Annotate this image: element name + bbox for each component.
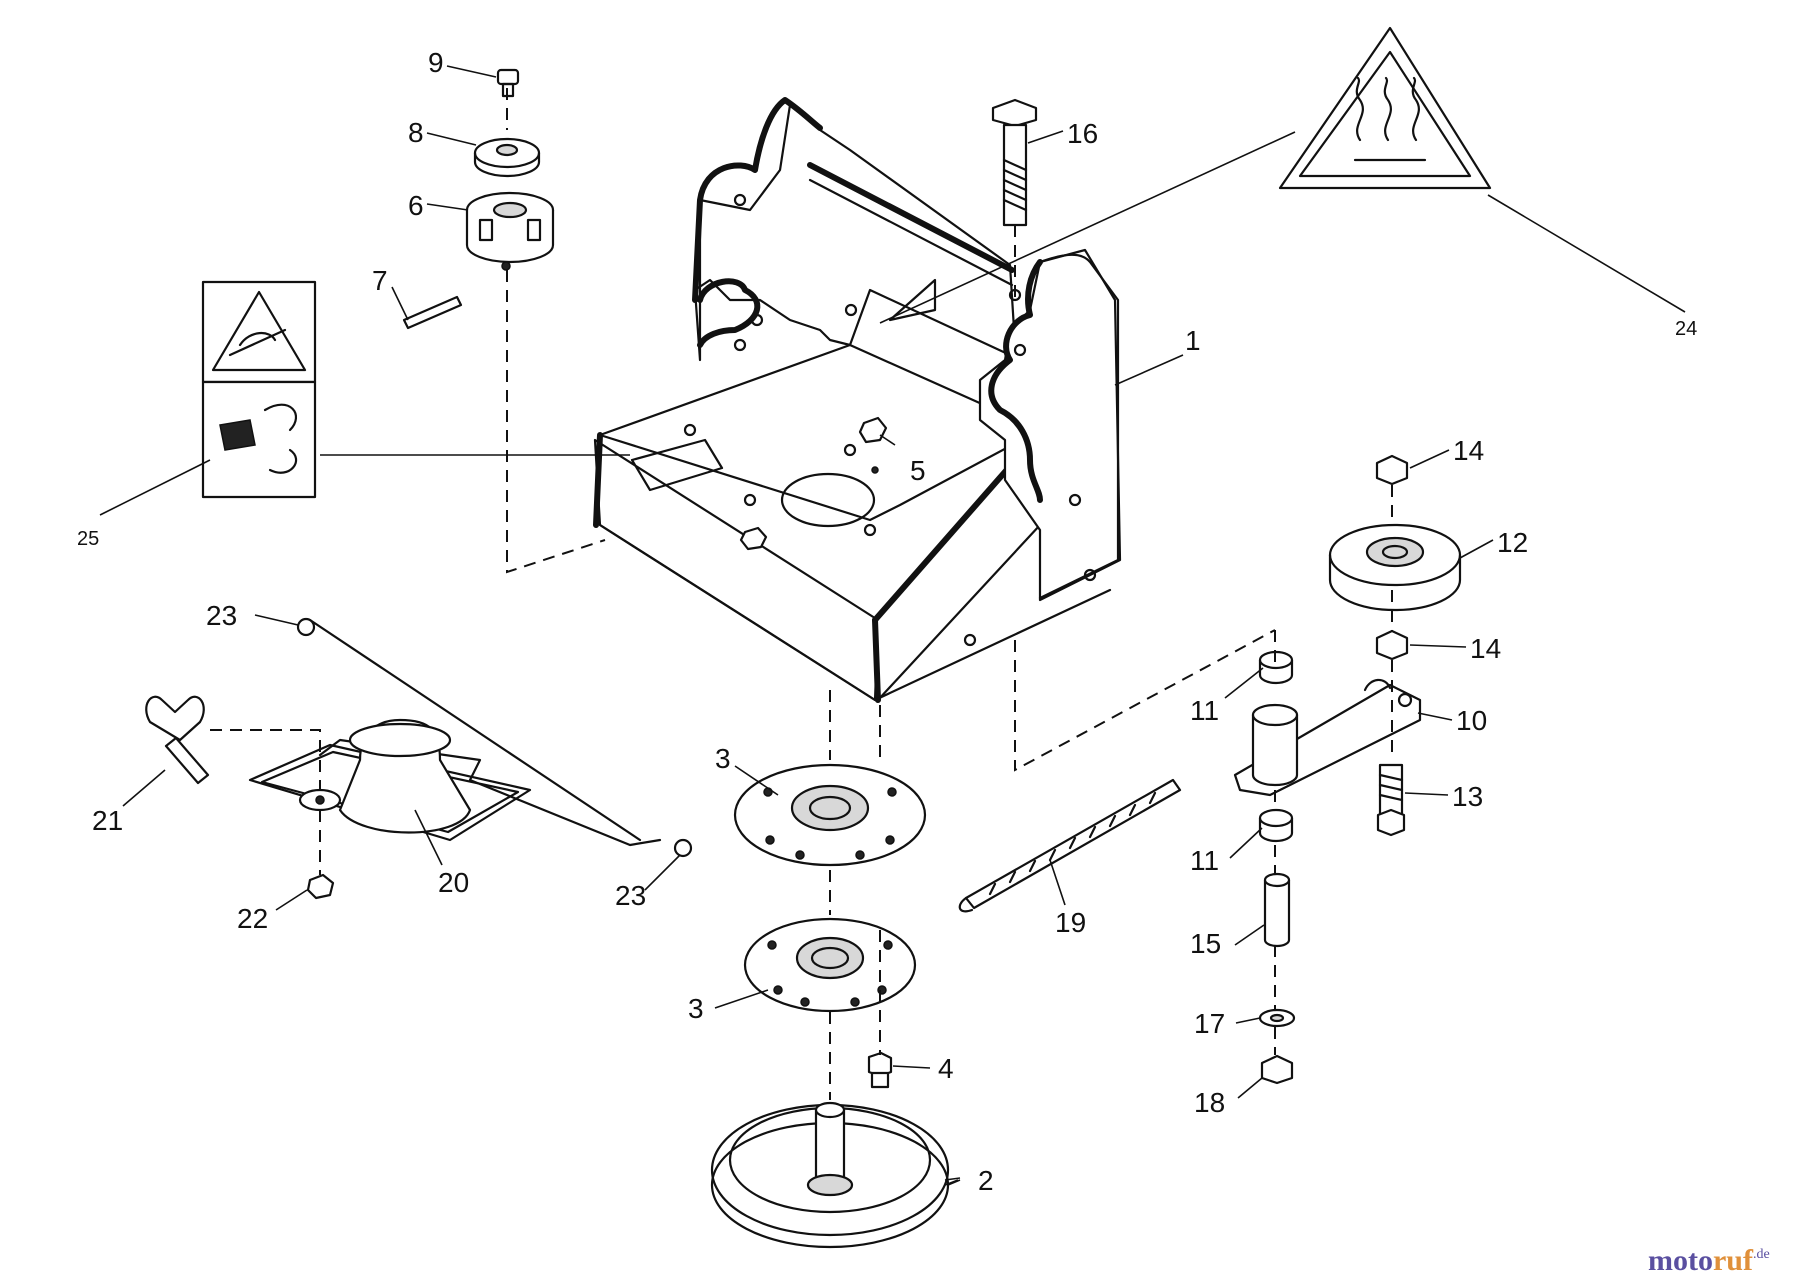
callout-6: 6	[408, 190, 424, 221]
callout-10: 10	[1456, 705, 1487, 736]
callout-11-top: 11	[1190, 695, 1219, 726]
callout-12: 12	[1497, 527, 1528, 558]
bushing-part-11-top	[1258, 650, 1294, 685]
nut-part-23-top	[296, 617, 316, 637]
callout-22: 22	[237, 903, 268, 934]
callout-13: 13	[1452, 781, 1483, 812]
housing-bracket-part-1	[593, 97, 1122, 703]
callout-3-lower: 3	[688, 993, 704, 1024]
wing-bolt-part-21	[145, 695, 210, 785]
motoruf-watermark: motoruf.de	[1648, 1244, 1770, 1277]
washer-part-17	[1258, 1008, 1296, 1028]
nut-part-5	[871, 466, 879, 474]
callout-14-top: 14	[1453, 435, 1484, 466]
callout-11-bottom: 11	[1190, 845, 1219, 876]
pin-part-7	[402, 261, 511, 330]
callout-19: 19	[1055, 907, 1086, 938]
callout-15: 15	[1190, 928, 1221, 959]
spring-part-19	[958, 778, 1182, 913]
callout-leader-lines	[99, 65, 1686, 1186]
bushing-part-11-bottom	[1258, 808, 1294, 843]
bolt-part-13	[1376, 763, 1406, 837]
callout-9: 9	[428, 47, 444, 78]
safety-label-part-25	[201, 280, 317, 499]
watermark-brand-b: ruf	[1713, 1244, 1754, 1277]
callout-16: 16	[1067, 118, 1098, 149]
bearing-flange-lower-part-3	[743, 917, 917, 1013]
callout-7: 7	[372, 265, 388, 296]
callout-3-upper: 3	[715, 743, 731, 774]
air-filter-assembly-part-20	[248, 618, 662, 847]
callout-14-bottom: 14	[1470, 633, 1501, 664]
nut-part-18	[1260, 1054, 1294, 1085]
spacer-sleeve-part-15-upper	[1251, 703, 1299, 787]
callout-17: 17	[1194, 1008, 1225, 1039]
bushing-part-6	[465, 191, 555, 264]
drive-pulley-part-2	[710, 1101, 950, 1249]
nut-part-23-bottom	[673, 838, 693, 858]
callout-1: 1	[1185, 325, 1201, 356]
callout-4: 4	[938, 1053, 954, 1084]
watermark-suffix: .de	[1753, 1247, 1770, 1262]
bolt-part-16	[991, 98, 1038, 227]
nut-part-14-bottom	[1375, 629, 1409, 661]
callout-18: 18	[1194, 1087, 1225, 1118]
callout-21: 21	[92, 805, 123, 836]
watermark-brand-a: moto	[1648, 1244, 1713, 1277]
idler-pulley-part-12	[1328, 523, 1462, 612]
callout-24: 24	[1675, 318, 1697, 340]
screw-part-4	[867, 1051, 893, 1089]
nut-part-14-top	[1375, 454, 1409, 486]
callout-23-top: 23	[206, 600, 237, 631]
callout-5: 5	[910, 455, 926, 486]
callout-8: 8	[408, 117, 424, 148]
rubber-washer-part-8	[473, 137, 541, 178]
hot-surface-warning-part-24	[1278, 26, 1492, 190]
spacer-part-15	[1263, 872, 1291, 948]
callout-25: 25	[77, 528, 99, 550]
callout-numbers: 1 2 3 3 4 5 6 7 8 9 10 11 11 12 13 14 14…	[77, 47, 1697, 1196]
assembly-dashed-lines	[210, 88, 1393, 1100]
svg-text:motoruf.de: motoruf.de	[1648, 1244, 1770, 1277]
bearing-flange-upper-part-3	[733, 763, 927, 867]
nut-part-22	[306, 873, 335, 900]
callout-20: 20	[438, 867, 469, 898]
callout-23-bottom: 23	[615, 880, 646, 911]
callout-2: 2	[978, 1165, 994, 1196]
